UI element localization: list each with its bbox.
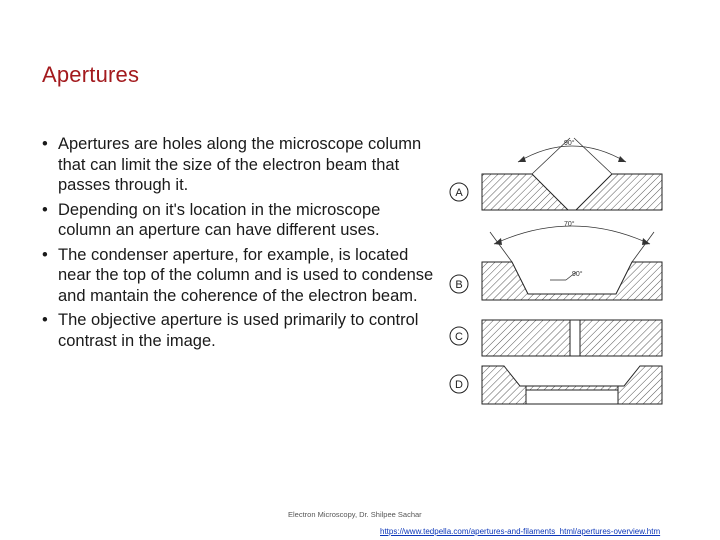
bullet-list: • Apertures are holes along the microscop…: [42, 134, 434, 355]
bullet-marker: •: [42, 200, 48, 219]
svg-text:A: A: [455, 187, 463, 199]
bullet-text: The condenser aperture, for example, is …: [58, 245, 434, 305]
aperture-diagram: 90° A 70° 90° B C D: [449, 137, 663, 405]
angle-label-b-outer: 70°: [564, 220, 575, 228]
svg-text:C: C: [455, 331, 463, 343]
angle-label-a: 90°: [564, 139, 575, 147]
label-d: D: [449, 374, 469, 394]
aperture-d-shape: [481, 365, 663, 405]
bullet-marker: •: [42, 245, 48, 264]
source-link[interactable]: https://www.tedpella.com/apertures-and-f…: [380, 527, 661, 536]
bullet-text: Apertures are holes along the microscope…: [58, 135, 422, 194]
bullet-item: • The condenser aperture, for example, is…: [42, 245, 434, 307]
bullet-text: The objective aperture is used primarily…: [58, 311, 419, 350]
aperture-a-shape: 90°: [481, 137, 663, 211]
slide-footer: Electron Microscopy, Dr. Shilpee Sachar: [288, 510, 422, 519]
label-c: C: [449, 326, 469, 346]
bullet-marker: •: [42, 135, 48, 153]
svg-text:D: D: [455, 379, 463, 391]
bullet-item: • Depending on it's location in the micro…: [42, 200, 434, 241]
svg-text:B: B: [455, 279, 462, 291]
slide-title: Apertures: [42, 62, 140, 87]
bullet-marker: •: [42, 311, 48, 329]
bullet-item: • Apertures are holes along the microscop…: [42, 134, 434, 196]
angle-label-b-inner: 90°: [572, 270, 583, 278]
bullet-item: • The objective aperture is used primaril…: [42, 310, 434, 351]
label-b: B: [449, 274, 469, 294]
bullet-text: Depending on it's location in the micros…: [58, 200, 381, 240]
label-a: A: [449, 182, 469, 202]
aperture-c-shape: [481, 319, 663, 357]
aperture-b-shape: 70° 90°: [481, 220, 663, 301]
